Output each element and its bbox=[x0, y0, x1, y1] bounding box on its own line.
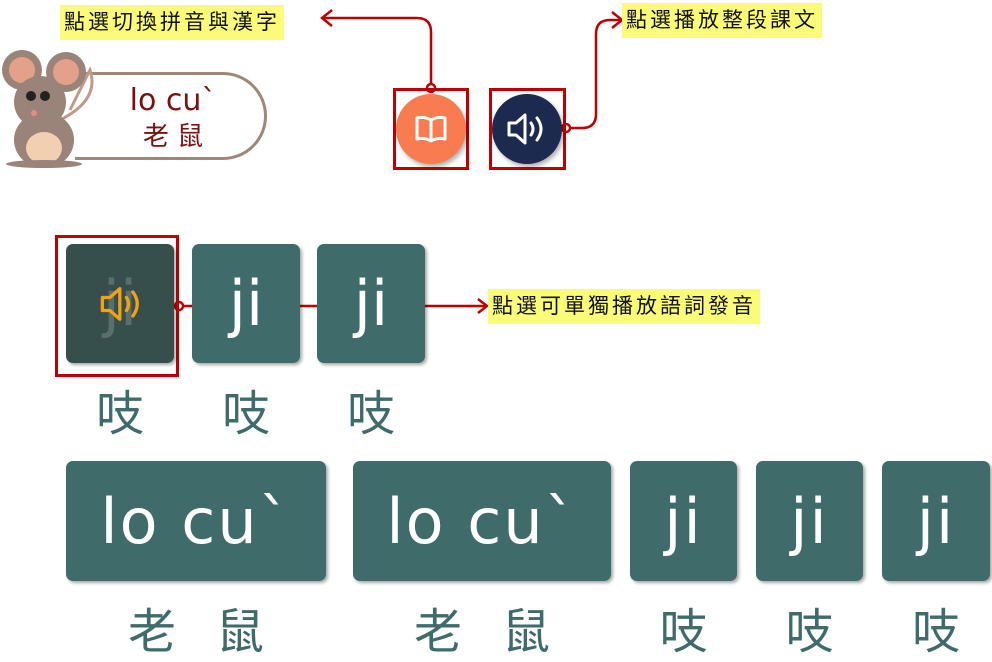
title-card bbox=[75, 72, 267, 160]
word-tile-playing[interactable]: ji bbox=[66, 244, 174, 363]
toggle-highlight-box bbox=[393, 88, 469, 170]
word-tile[interactable]: ji bbox=[192, 244, 300, 363]
toggle-pinyin-hanzi-button[interactable] bbox=[396, 94, 466, 164]
word-pinyin: lo cu` bbox=[100, 484, 292, 558]
word-pinyin: ji bbox=[790, 484, 829, 558]
word-tile[interactable]: ji bbox=[756, 461, 863, 581]
speaker-icon bbox=[100, 287, 139, 321]
word-hanzi: 吱 bbox=[95, 386, 144, 442]
word-tile[interactable]: ji bbox=[317, 244, 425, 363]
play-all-highlight-box bbox=[489, 88, 566, 170]
title-hanzi: 老 鼠 bbox=[142, 122, 204, 152]
title-pinyin: lo cu` bbox=[129, 83, 217, 118]
play-word-highlight-box bbox=[55, 235, 179, 377]
word-hanzi: 老鼠 bbox=[127, 604, 304, 660]
word-tile[interactable]: ji bbox=[630, 461, 737, 581]
word-pinyin: ji bbox=[916, 484, 956, 558]
hint-play-word: 點選可單獨播放語詞發音 bbox=[488, 289, 760, 324]
hint-toggle: 點選切換拼音與漢字 bbox=[60, 5, 284, 40]
book-icon bbox=[415, 115, 447, 143]
word-pinyin: ji bbox=[228, 267, 264, 340]
word-tile[interactable]: lo cu` bbox=[353, 461, 611, 581]
mouse-illustration bbox=[2, 50, 94, 168]
word-pinyin: lo cu` bbox=[386, 484, 578, 558]
word-hanzi: 老鼠 bbox=[413, 604, 590, 660]
word-hanzi: 吱 bbox=[346, 386, 395, 442]
speaker-icon bbox=[507, 113, 543, 145]
word-hanzi: 吱 bbox=[785, 604, 834, 660]
word-hanzi: 吱 bbox=[911, 604, 960, 660]
hint-play-all: 點選播放整段課文 bbox=[622, 3, 822, 38]
word-hanzi: 吱 bbox=[659, 604, 708, 660]
play-all-button[interactable] bbox=[492, 94, 562, 164]
word-pinyin: ji bbox=[353, 267, 389, 340]
word-tile[interactable]: lo cu` bbox=[66, 461, 326, 581]
word-hanzi: 吱 bbox=[221, 386, 270, 442]
word-pinyin: ji bbox=[664, 484, 703, 558]
word-tile[interactable]: ji bbox=[882, 461, 990, 581]
